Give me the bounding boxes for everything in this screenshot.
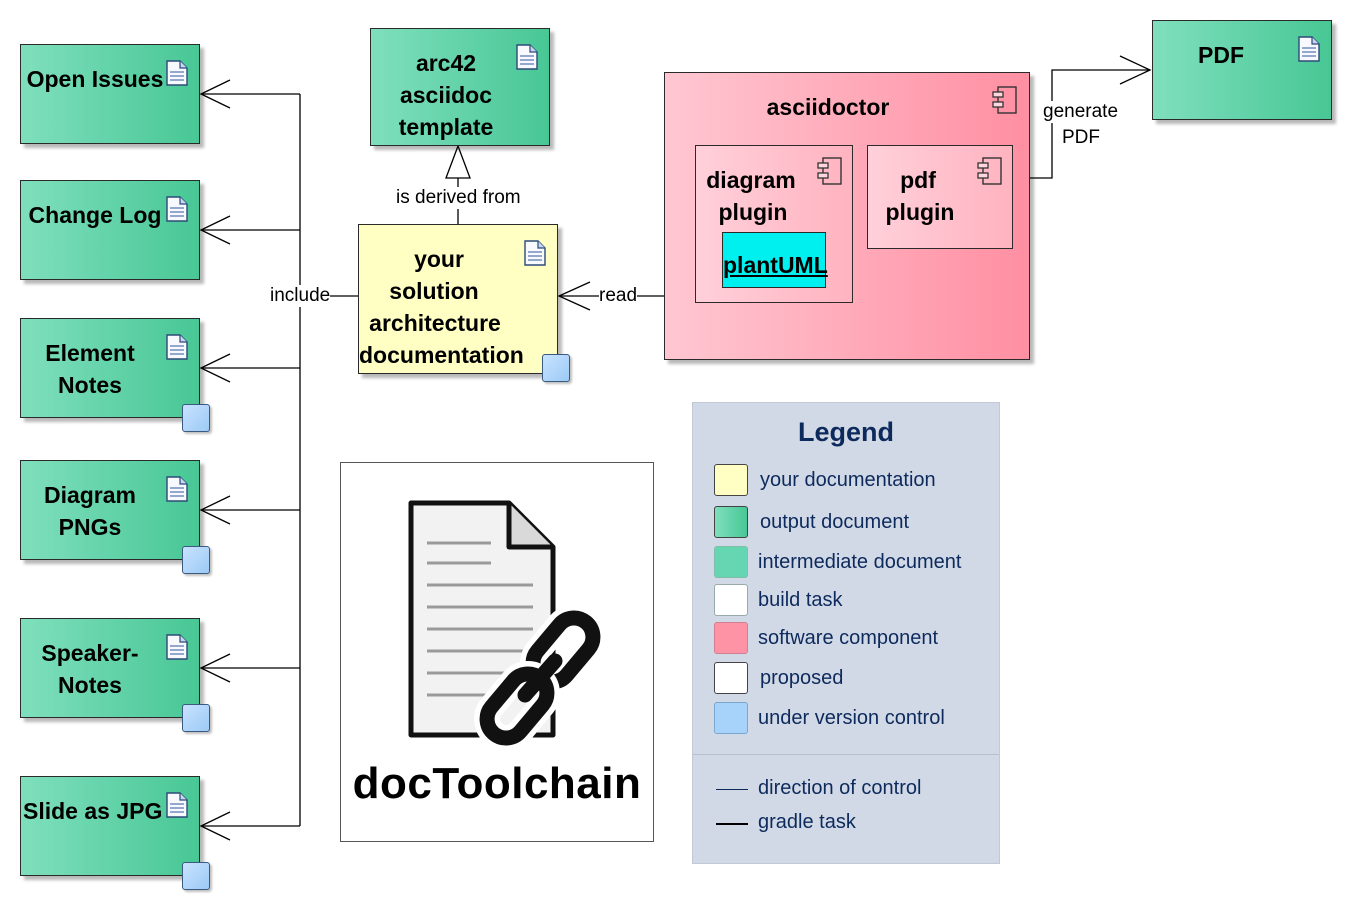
legend-swatch-version-control <box>714 702 748 734</box>
change-log-label: Change Log <box>28 202 162 228</box>
pdf-plugin-component[interactable]: pdf plugin <box>867 145 1013 249</box>
pdf-plugin-label-line2: plugin <box>885 199 955 225</box>
include-label: include <box>270 285 331 307</box>
arc42-template-document[interactable]: arc42 asciidoc template <box>370 28 550 146</box>
legend-swatch-proposed <box>714 662 748 694</box>
legend-label: your documentation <box>760 469 936 491</box>
legend-title: Legend <box>797 417 894 447</box>
generate-label-line2: PDF <box>1062 127 1100 149</box>
element-notes-label-line2: Notes <box>58 372 122 398</box>
legend-swatch-software-component <box>714 622 748 654</box>
element-notes-label-line1: Element <box>45 340 135 366</box>
document-icon <box>166 60 188 86</box>
document-icon <box>166 792 188 818</box>
template-label-line3: template <box>398 114 494 140</box>
legend-label: output document <box>760 511 909 533</box>
legend-divider <box>693 754 999 755</box>
legend-label: build task <box>758 589 843 611</box>
legend-swatch-build-task <box>714 584 748 616</box>
pdf-label: PDF <box>1198 42 1244 68</box>
document-icon <box>516 44 538 70</box>
legend-label: under version control <box>758 707 945 729</box>
solution-doc-label-line1: your <box>414 246 464 272</box>
document-icon <box>166 634 188 660</box>
template-label-line1: arc42 <box>415 50 477 76</box>
legend-swatch-your-documentation <box>714 464 748 496</box>
legend-line-label: direction of control <box>758 777 922 799</box>
document-icon <box>166 334 188 360</box>
legend-label: software component <box>758 627 939 649</box>
diagram-pngs-document[interactable]: Diagram PNGs <box>20 460 200 560</box>
legend-label: proposed <box>760 667 844 689</box>
slide-jpg-label: Slide as JPG <box>23 798 163 824</box>
generate-label-line1: generate <box>1043 101 1119 123</box>
open-issues-label: Open Issues <box>26 66 164 92</box>
component-icon <box>992 86 1017 114</box>
speaker-notes-document[interactable]: Speaker- Notes <box>20 618 200 718</box>
legend-line-thin <box>716 789 748 790</box>
version-control-badge <box>182 546 210 574</box>
document-icon <box>166 196 188 222</box>
diagram-pngs-label-line2: PNGs <box>58 514 122 540</box>
read-label: read <box>599 285 638 307</box>
document-chain-icon <box>408 500 606 752</box>
asciidoctor-label: asciidoctor <box>766 94 890 120</box>
diagram-plugin-label-line1: diagram <box>706 167 796 193</box>
doctoolchain-title: docToolchain <box>352 759 642 808</box>
pdf-output-document[interactable]: PDF <box>1152 20 1332 120</box>
template-label-line2: asciidoc <box>399 82 493 108</box>
document-icon <box>166 476 188 502</box>
solution-documentation[interactable]: your solution architecture documentation <box>358 224 558 374</box>
speaker-notes-label-line1: Speaker- <box>41 640 139 666</box>
doctoolchain-logo: docToolchain <box>340 462 654 842</box>
legend-swatch-output-document <box>714 506 748 538</box>
legend-line-thick <box>716 823 748 825</box>
asciidoctor-component[interactable]: asciidoctor diagram plugin plantUML pdf … <box>664 72 1030 360</box>
legend-label: intermediate document <box>758 551 962 573</box>
legend-line-label: gradle task <box>758 811 856 833</box>
version-control-badge <box>182 404 210 432</box>
slide-jpg-document[interactable]: Slide as JPG <box>20 776 200 876</box>
plantuml-label: plantUML <box>723 252 828 278</box>
solution-doc-label-line2: solution <box>389 278 479 304</box>
version-control-badge <box>182 862 210 890</box>
document-icon <box>524 240 546 266</box>
diagram-plugin-component[interactable]: diagram plugin plantUML <box>695 145 853 303</box>
version-control-badge <box>542 354 570 382</box>
document-icon <box>1298 36 1320 62</box>
open-issues-document[interactable]: Open Issues <box>20 44 200 144</box>
legend-panel: Legend your documentation output documen… <box>692 402 1000 864</box>
change-log-document[interactable]: Change Log <box>20 180 200 280</box>
diagram-plugin-label-line2: plugin <box>718 199 788 225</box>
solution-doc-label-line3: architecture <box>369 310 501 336</box>
derived-from-label: is derived from <box>396 187 521 209</box>
component-icon <box>817 157 842 185</box>
speaker-notes-label-line2: Notes <box>58 672 122 698</box>
plantuml-component[interactable]: plantUML <box>722 232 828 288</box>
solution-doc-label-line4: documentation <box>359 342 524 368</box>
version-control-badge <box>182 704 210 732</box>
legend-swatch-intermediate-document <box>714 546 748 578</box>
pdf-plugin-label-line1: pdf <box>900 167 936 193</box>
diagram-pngs-label-line1: Diagram <box>43 482 137 508</box>
component-icon <box>977 157 1002 185</box>
element-notes-document[interactable]: Element Notes <box>20 318 200 418</box>
